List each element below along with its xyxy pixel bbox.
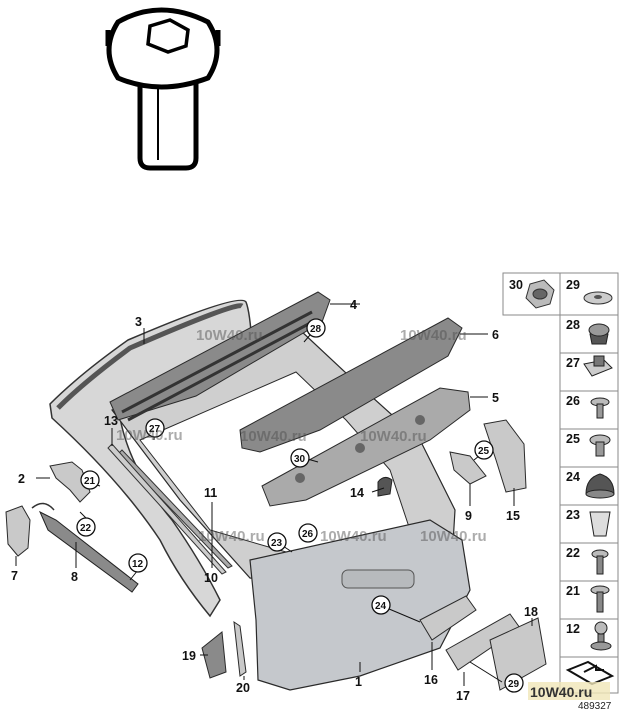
parts-legend: 30 29 28 27 26 25 24 23 22 21 12 <box>502 272 619 694</box>
circle-callout-28: 28 <box>306 318 326 338</box>
washer-icon <box>583 291 613 305</box>
svg-text:23: 23 <box>271 538 283 549</box>
circle-callout-29: 29 <box>504 673 524 693</box>
svg-text:22: 22 <box>80 523 92 534</box>
circle-callout-22: 22 <box>76 517 96 537</box>
expanding-nut-icon <box>588 323 610 345</box>
circle-callout-12: 12 <box>128 553 148 573</box>
plate-bracket-18 <box>489 617 547 691</box>
circle-callout-21: 21 <box>80 470 100 490</box>
legend-label-27: 27 <box>566 356 580 370</box>
callout-10: 10 <box>204 571 218 585</box>
circle-callout-26: 26 <box>298 523 318 543</box>
svg-text:28: 28 <box>310 324 322 335</box>
clip-icon-23 <box>589 511 611 537</box>
screw-icon-25 <box>589 434 611 457</box>
gas-strut <box>38 510 139 593</box>
callout-1: 1 <box>355 675 362 689</box>
tailgate-outer-panel <box>249 519 471 691</box>
hinge-bracket <box>5 505 31 557</box>
circle-callout-25: 25 <box>474 440 494 460</box>
assembly-direction-icon <box>565 660 615 686</box>
watermark-7: 10W40.ru <box>320 528 387 545</box>
callout-15: 15 <box>506 509 520 523</box>
callout-17: 17 <box>456 689 470 703</box>
callout-14: 14 <box>350 486 364 500</box>
screw-icon-22 <box>591 549 609 575</box>
bracket-15 <box>483 419 527 493</box>
screw-icon-21 <box>590 585 610 613</box>
wire-strip-10 <box>107 443 227 575</box>
bracket-clip-icon <box>583 355 613 377</box>
watermark-1: 10W40.ru <box>196 327 263 344</box>
trim-panel <box>239 317 463 453</box>
buffer-14 <box>377 476 393 497</box>
callout-6: 6 <box>492 328 499 342</box>
bracket-20 <box>233 620 247 677</box>
screw-icon-26 <box>590 397 610 419</box>
legend-label-28: 28 <box>566 318 580 332</box>
svg-text:24: 24 <box>375 601 387 612</box>
legend-label-24: 24 <box>566 470 580 484</box>
reference-number: 489327 <box>578 701 612 711</box>
circle-callout-27: 27 <box>145 418 165 438</box>
svg-text:12: 12 <box>132 559 144 570</box>
legend-label-30: 30 <box>509 278 523 292</box>
callout-2: 2 <box>18 472 25 486</box>
legend-label-22: 22 <box>566 546 580 560</box>
callout-18: 18 <box>524 605 538 619</box>
circle-callout-30: 30 <box>290 448 310 468</box>
bracket-19 <box>201 631 227 679</box>
svg-text:29: 29 <box>508 679 520 690</box>
callout-13: 13 <box>104 414 118 428</box>
legend-label-25: 25 <box>566 432 580 446</box>
watermark-logo: 10W40.ru <box>528 682 610 700</box>
legend-cell-26 <box>559 390 619 430</box>
callout-7: 7 <box>11 569 18 583</box>
circle-callout-23: 23 <box>267 532 287 552</box>
callout-20: 20 <box>236 681 250 695</box>
svg-text:27: 27 <box>149 424 161 435</box>
svg-text:25: 25 <box>478 446 490 457</box>
callout-11: 11 <box>204 486 217 500</box>
bolt-icon <box>105 7 221 171</box>
watermark-2: 10W40.ru <box>400 327 467 344</box>
svg-text:21: 21 <box>84 476 96 487</box>
callout-5: 5 <box>492 391 499 405</box>
wire-strip-11 <box>117 449 233 569</box>
watermark-logo-text: 10W40.ru <box>530 684 592 700</box>
ball-stud-icon <box>590 621 612 651</box>
legend-label-29: 29 <box>566 278 580 292</box>
hinge-left <box>49 461 91 503</box>
callout-3: 3 <box>135 315 142 329</box>
watermark-8: 10W40.ru <box>420 528 487 545</box>
svg-text:26: 26 <box>302 529 314 540</box>
bracket-9 <box>449 451 487 485</box>
legend-label-21: 21 <box>566 584 580 598</box>
watermark-4: 10W40.ru <box>240 428 307 445</box>
watermark-3: 10W40.ru <box>116 427 183 444</box>
callout-16: 16 <box>424 673 438 687</box>
legend-label-12: 12 <box>566 622 580 636</box>
callout-9: 9 <box>465 509 472 523</box>
svg-text:30: 30 <box>294 454 306 465</box>
legend-label-23: 23 <box>566 508 580 522</box>
buffer-icon <box>585 473 615 499</box>
plate-bracket-16 <box>419 595 477 641</box>
hex-nut-icon <box>525 279 555 309</box>
legend-label-26: 26 <box>566 394 580 408</box>
callout-8: 8 <box>71 570 78 584</box>
legend-cell-25 <box>559 428 619 468</box>
callout-19: 19 <box>182 649 196 663</box>
watermark-5: 10W40.ru <box>360 428 427 445</box>
callout-4: 4 <box>350 298 357 312</box>
watermark-6: 10W40.ru <box>198 528 265 545</box>
circle-callout-24: 24 <box>371 595 391 615</box>
